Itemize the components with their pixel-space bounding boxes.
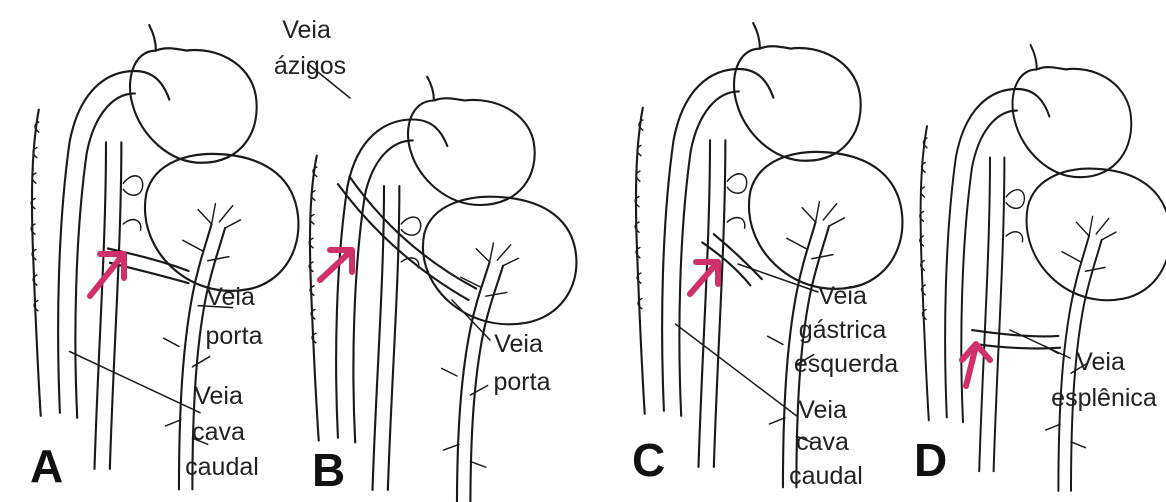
panel-a-portal-label: Veia porta (206, 283, 263, 350)
panel-b-arrow (320, 250, 352, 280)
panel-c-cava-leader (675, 324, 796, 416)
panel-d-arrow (962, 344, 990, 386)
panel-d (920, 45, 1166, 491)
panel-a-letter: A (30, 440, 63, 492)
panel-b (309, 77, 576, 502)
panel-c-arrow (690, 262, 718, 294)
panel-d-splenic-label: Veia esplênica (1051, 348, 1157, 412)
panel-c-cava-label: Veia cava caudal (789, 396, 863, 490)
panel-d-letter: D (914, 434, 947, 486)
panel-b-letter: B (312, 444, 345, 496)
panel-b-azygos-label: Veia ázigos (274, 16, 346, 80)
panel-d-splenic-leader (1010, 330, 1070, 358)
panel-a-cava-label: Veia cava caudal (185, 382, 259, 481)
panel-a (31, 25, 298, 489)
panel-c-letter: C (632, 434, 665, 486)
panel-b-portal-label: Veia porta (494, 330, 551, 396)
panel-c (635, 23, 902, 487)
panel-a-cava-leader (70, 352, 201, 413)
